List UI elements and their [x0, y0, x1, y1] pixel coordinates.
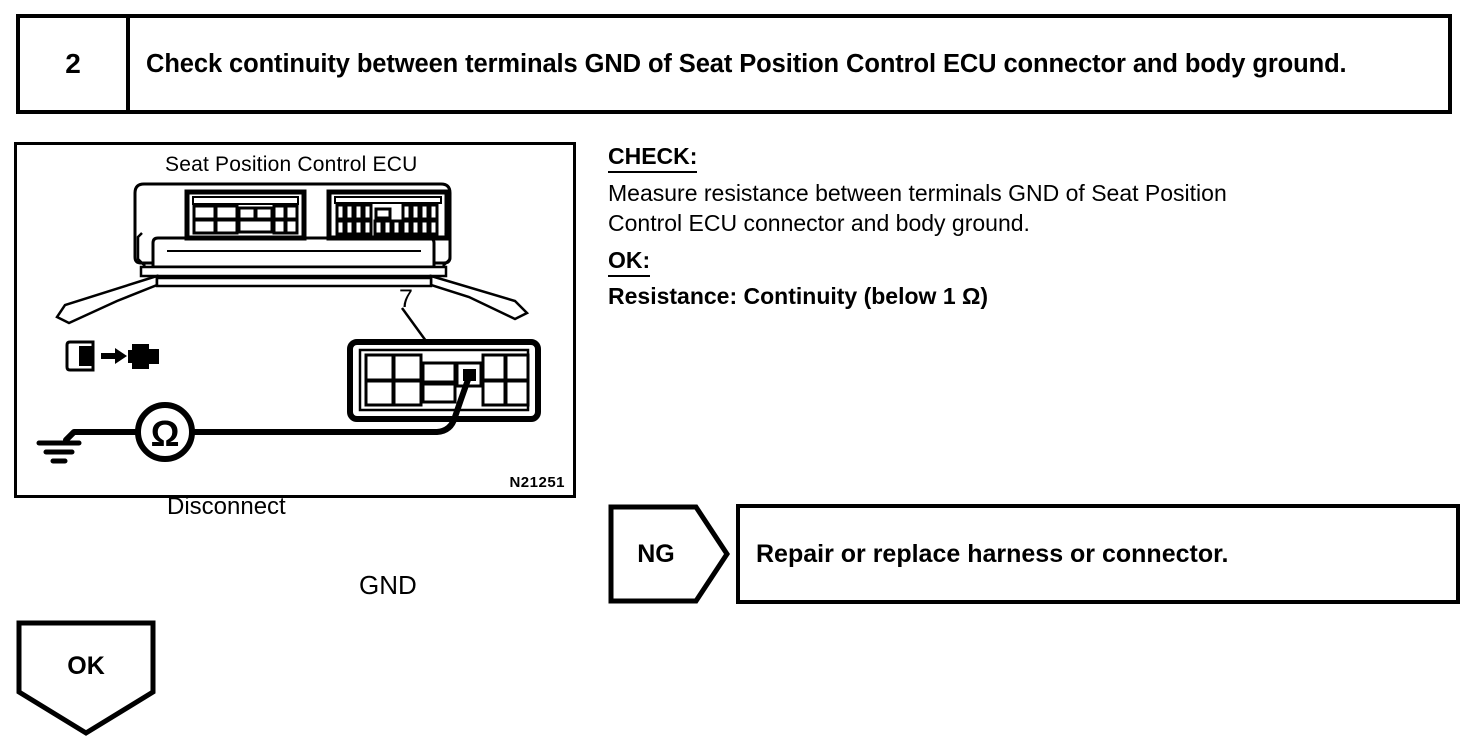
ok-label: OK:: [608, 247, 651, 277]
check-body-line-2: Control ECU connector and body ground.: [608, 210, 1030, 237]
wiring-diagram-illustration: Ω: [36, 182, 541, 464]
harness-connector: [347, 339, 541, 422]
step-header-table: 2 Check continuity between terminals GND…: [16, 14, 1452, 114]
figure-disconnect-label: Disconnect: [167, 493, 286, 520]
disconnect-icon: [65, 340, 159, 372]
figure-panel: Ω Seat Position Control ECU Disconnect 7…: [14, 142, 576, 600]
ng-tag-shape: NG: [608, 504, 730, 604]
figure-id-code: N21251: [509, 474, 565, 491]
body-ground-symbol: [36, 440, 82, 464]
ecu-mounting-bracket: [55, 232, 530, 325]
step-number: 2: [65, 48, 81, 79]
ng-result-text: Repair or replace harness or connector.: [756, 539, 1229, 568]
ground-lead-wire: [63, 429, 141, 443]
step-instruction-text: Check continuity between terminals GND o…: [146, 49, 1347, 78]
ok-continue-marker: OK: [16, 620, 156, 736]
check-label: CHECK:: [608, 143, 698, 173]
ng-tag-label: NG: [637, 539, 675, 568]
ecu-connector-right: [326, 189, 450, 241]
gnd-wire: [190, 374, 472, 435]
figure-ecu-title: Seat Position Control ECU: [165, 153, 418, 176]
ecu-connector-left: [184, 189, 307, 241]
ok-marker-label: OK: [67, 651, 105, 680]
figure-terminal-callout: 7: [399, 285, 413, 313]
ng-branch: NG Repair or replace harness or connecto…: [608, 504, 1460, 604]
ok-specification-value: Resistance: Continuity (below 1 Ω): [608, 282, 989, 309]
step-number-cell: 2: [20, 18, 130, 110]
ng-result-box: Repair or replace harness or connector.: [736, 504, 1460, 604]
ohmmeter-symbol: Ω: [135, 402, 195, 462]
check-body: Measure resistance between terminals GND…: [608, 178, 1460, 239]
check-body-line-1: Measure resistance between terminals GND…: [608, 179, 1227, 206]
check-description-block: CHECK: Measure resistance between termin…: [608, 143, 1460, 310]
figure-gnd-label: GND: [359, 570, 417, 600]
step-instruction-cell: Check continuity between terminals GND o…: [130, 18, 1448, 110]
svg-text:Ω: Ω: [151, 413, 180, 454]
